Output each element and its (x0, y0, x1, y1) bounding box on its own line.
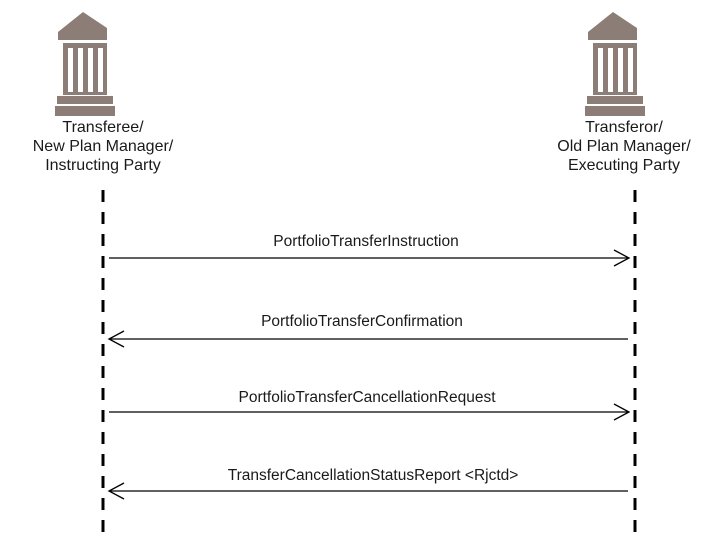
message-arrow (109, 249, 631, 267)
actor-label-left: Transferee/ New Plan Manager/ Instructin… (0, 118, 206, 175)
actor-right-line-2: Old Plan Manager/ (557, 138, 691, 155)
message-arrow (107, 482, 628, 500)
bank-building-icon (585, 12, 645, 116)
bank-building-icon (55, 12, 115, 116)
message-label: TransferCancellationStatusReport <Rjctd> (227, 467, 519, 484)
actor-right-line-3: Executing Party (567, 157, 681, 174)
actor-left-line-2: New Plan Manager/ (32, 138, 174, 155)
message-arrow (109, 403, 631, 421)
message-arrow (107, 330, 628, 348)
actor-left-line-3: Instructing Party (45, 157, 161, 174)
actor-right-line-1: Transferor/ (585, 119, 663, 136)
actor-label-right: Transferor/ Old Plan Manager/ Executing … (524, 118, 724, 175)
message-label: PortfolioTransferCancellationRequest (238, 389, 496, 406)
message-label: PortfolioTransferInstruction (273, 233, 459, 250)
actor-left-line-1: Transferee/ (62, 119, 144, 136)
message-label: PortfolioTransferConfirmation (261, 313, 463, 330)
